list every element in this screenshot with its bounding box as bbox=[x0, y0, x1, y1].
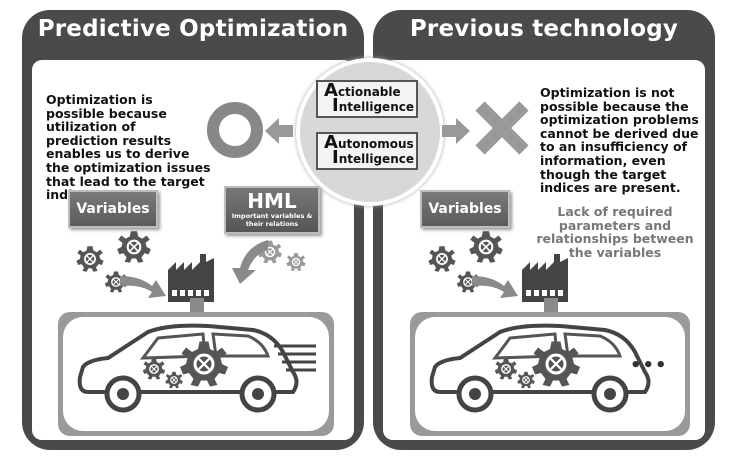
arrow-icon bbox=[120, 276, 166, 298]
gear-icon bbox=[516, 371, 536, 389]
arrow-left-icon bbox=[265, 118, 293, 144]
right-variables-box: Variables bbox=[420, 190, 510, 228]
gear-icon bbox=[285, 252, 307, 272]
actionable-intelligence-box: Actionable Intelligence bbox=[316, 80, 418, 118]
arrow-icon bbox=[232, 240, 268, 284]
arrow-right-icon bbox=[442, 118, 470, 144]
ellipsis: ••• bbox=[630, 355, 668, 376]
circle-icon bbox=[207, 102, 263, 158]
cross-icon bbox=[475, 101, 529, 155]
gear-icon bbox=[468, 230, 504, 264]
arrow-icon bbox=[472, 276, 518, 298]
left-variables-box: Variables bbox=[68, 190, 158, 228]
gear-icon bbox=[116, 230, 152, 264]
hml-subtitle: Important variables & their relations bbox=[231, 212, 313, 228]
right-panel-title: Previous technology bbox=[409, 16, 679, 42]
left-panel-title: Predictive Optimization bbox=[37, 16, 349, 42]
hml-box: HML Important variables & their relation… bbox=[224, 186, 320, 234]
lack-description: Lack of required parameters and relation… bbox=[536, 204, 694, 260]
gear-icon bbox=[164, 371, 184, 389]
left-description: Optimization is possible because utiliza… bbox=[46, 92, 211, 202]
speed-lines-icon bbox=[274, 344, 316, 372]
hml-title: HML bbox=[247, 189, 297, 213]
right-description: Optimization is not possible because the… bbox=[540, 85, 699, 196]
autonomous-intelligence-box: Autonomous Intelligence bbox=[316, 132, 418, 170]
